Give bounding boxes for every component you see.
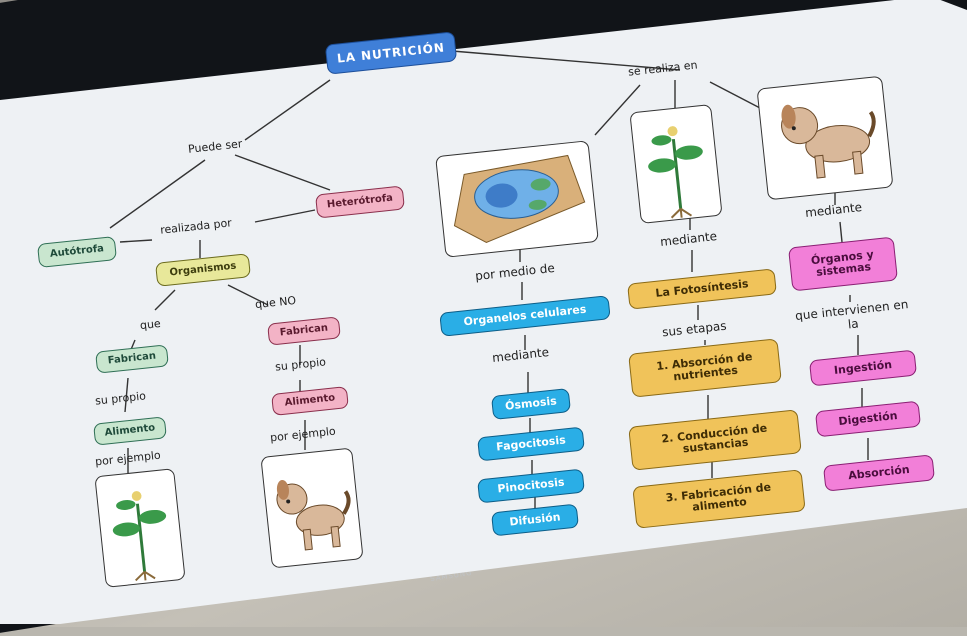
connector-lines	[109, 49, 869, 512]
dog-image-top	[756, 75, 894, 201]
dog-icon	[781, 104, 876, 179]
dog-icon	[276, 479, 351, 551]
cell-image	[435, 140, 599, 258]
plant-icon	[112, 491, 167, 582]
plant-icon	[648, 126, 703, 219]
cell-icon	[453, 154, 586, 243]
plant-image-top	[629, 104, 723, 224]
dog-image-bottom	[260, 447, 364, 569]
plant-image-bottom	[94, 468, 186, 588]
link-que: que	[139, 316, 162, 333]
